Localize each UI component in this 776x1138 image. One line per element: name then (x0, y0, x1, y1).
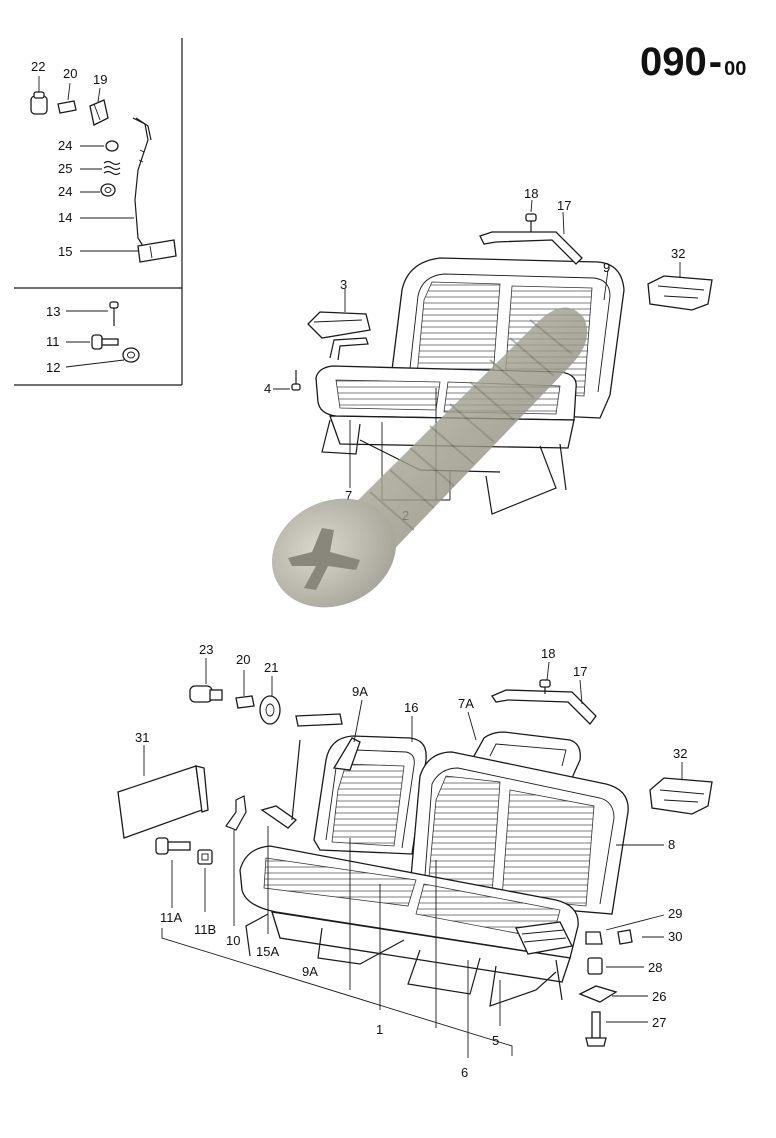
lower-backrest-right (409, 751, 629, 915)
label-22: 22 (31, 59, 45, 74)
part-11A-bolt (155, 837, 191, 855)
label-9: 9 (603, 260, 610, 275)
part-31-panel (117, 765, 209, 839)
part-22-knob (30, 91, 48, 115)
label-16: 16 (404, 700, 418, 715)
diagram-code-sub: 00 (724, 58, 747, 80)
label-13: 13 (46, 304, 60, 319)
label-11A: 11A (160, 910, 182, 925)
label-3: 3 (340, 277, 347, 292)
label-23: 23 (199, 642, 213, 657)
part-3-armrest (307, 311, 371, 339)
diagram-code-dash: - (708, 40, 723, 84)
label-24-top: 24 (58, 138, 72, 153)
part-23-knob (189, 685, 223, 703)
label-4: 4 (264, 381, 271, 396)
label-18-upper: 18 (524, 186, 538, 201)
part-30-wingnut (617, 929, 633, 945)
part-32-latch-upper (647, 275, 713, 311)
label-14: 14 (58, 210, 72, 225)
label-27: 27 (652, 1015, 666, 1030)
diagram-code-main: 090 (640, 40, 707, 84)
label-7-upper: 7 (345, 488, 352, 503)
label-9A-bottom: 9A (302, 964, 318, 979)
label-30: 30 (668, 929, 682, 944)
label-7A: 7A (458, 696, 474, 711)
part-21-ring (259, 695, 281, 725)
label-15: 15 (58, 244, 72, 259)
part-4-screw (291, 370, 301, 391)
part-13-screw (109, 301, 119, 326)
part-28-nut (587, 957, 603, 975)
part-29-nut (585, 931, 603, 945)
part-armrest-bracket (329, 337, 369, 361)
label-32-upper: 32 (671, 246, 685, 261)
label-1: 1 (376, 1022, 383, 1037)
label-12: 12 (46, 360, 60, 375)
inset-panel (14, 38, 183, 386)
part-18-screw-lower (539, 679, 551, 694)
label-24-bottom: 24 (58, 184, 72, 199)
diagram-code: 090-00 (640, 40, 746, 85)
label-26: 26 (652, 989, 666, 1004)
part-18-screw (525, 213, 537, 232)
part-11B-nut (197, 849, 213, 865)
label-31: 31 (135, 730, 149, 745)
part-15A-belt-strap (260, 739, 301, 829)
lower-cushion (239, 845, 579, 983)
label-8: 8 (668, 837, 675, 852)
part-26-washer-plate (578, 985, 618, 1003)
label-29: 29 (668, 906, 682, 921)
label-20-lower: 20 (236, 652, 250, 667)
inset-parts: 22 20 19 24 25 24 14 15 13 11 12 (30, 59, 177, 375)
label-18-lower: 18 (541, 646, 555, 661)
label-20-inset: 20 (63, 66, 77, 81)
label-21: 21 (264, 660, 278, 675)
label-9A-top: 9A (352, 684, 368, 699)
label-10: 10 (226, 933, 240, 948)
label-25: 25 (58, 161, 72, 176)
lower-leaders (143, 658, 683, 1058)
upper-seat-assembly: 18 17 32 9 3 4 7 2 (264, 186, 713, 523)
part-27-bolt (585, 1011, 607, 1047)
label-5: 5 (492, 1033, 499, 1048)
screw-photo-overlay (271, 307, 588, 608)
lower-frame (245, 913, 563, 1007)
label-6: 6 (461, 1065, 468, 1080)
label-28: 28 (648, 960, 662, 975)
part-24-washer-top (105, 140, 119, 152)
label-19: 19 (93, 72, 107, 87)
lower-seat-assembly: 23 20 21 18 17 9A 16 7A 31 32 8 29 30 28… (117, 642, 713, 1080)
label-15A: 15A (256, 944, 279, 959)
part-10-belt (225, 795, 247, 831)
part-24-washer-bottom (100, 183, 116, 197)
lower-adjuster-mechanism (515, 921, 573, 955)
label-11-inset: 11 (46, 334, 60, 349)
part-19-cover (89, 99, 109, 126)
inset-leaders (38, 76, 138, 368)
part-17-handle (479, 231, 583, 265)
part-25-spring (103, 160, 121, 176)
label-32-lower: 32 (673, 746, 687, 761)
part-17-handle-lower (491, 689, 597, 725)
part-32-latch-lower (649, 777, 713, 815)
part-15-bracket (137, 239, 177, 263)
label-17-lower: 17 (573, 664, 587, 679)
part-14-rod (132, 117, 152, 247)
label-17-upper: 17 (557, 198, 571, 213)
part-20-pin (57, 100, 77, 114)
part-12-washer (122, 347, 140, 363)
part-9A-hinge (295, 713, 361, 771)
label-11B: 11B (194, 922, 216, 937)
lower-backrest-left (313, 735, 427, 855)
part-20-pin-lower (235, 695, 255, 709)
part-11-bolt (91, 334, 119, 350)
